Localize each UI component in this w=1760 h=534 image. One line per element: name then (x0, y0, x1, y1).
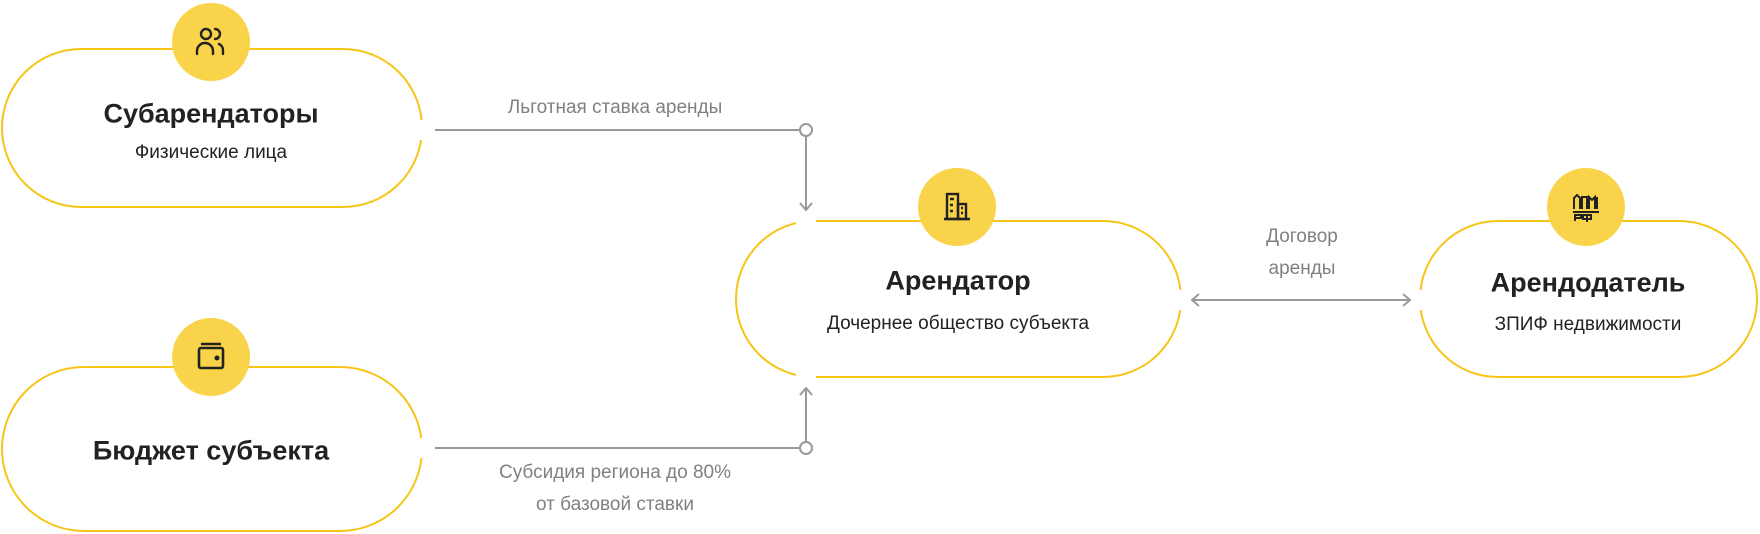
edge-rent-rate-label: Льготная ставка аренды (507, 97, 723, 118)
edge-contract-line2: аренды (1268, 258, 1336, 279)
node-budget-title: Бюджет субъекта (92, 435, 330, 466)
node-landlord-title: Арендодатель (1490, 267, 1686, 298)
edge-contract-line1: Договор (1266, 226, 1338, 247)
node-tenant-subtitle: Дочернее общество субъекта (826, 313, 1090, 334)
connector-contract (1190, 293, 1412, 307)
connector-rent-rate (435, 129, 813, 212)
node-subtenants-subtitle: Физические лица (134, 142, 288, 163)
edge-subsidy-line1: Субсидия региона до 80% (498, 462, 732, 483)
edge-subsidy-label: Субсидия региона до 80% от базовой ставк… (499, 457, 731, 521)
node-subtenants-title: Субарендаторы (103, 98, 319, 129)
connector-subsidy (435, 386, 813, 449)
node-tenant-title: Арендатор (885, 265, 1031, 296)
edge-subsidy-line2: от базовой ставки (536, 494, 694, 515)
building-icon (918, 168, 996, 246)
edge-contract-label: Договор аренды (1266, 221, 1338, 285)
wallet-icon (172, 318, 250, 396)
dom-rf-logo-icon (1547, 168, 1625, 246)
node-landlord-subtitle: ЗПИФ недвижимости (1494, 314, 1682, 335)
users-icon (172, 3, 250, 81)
